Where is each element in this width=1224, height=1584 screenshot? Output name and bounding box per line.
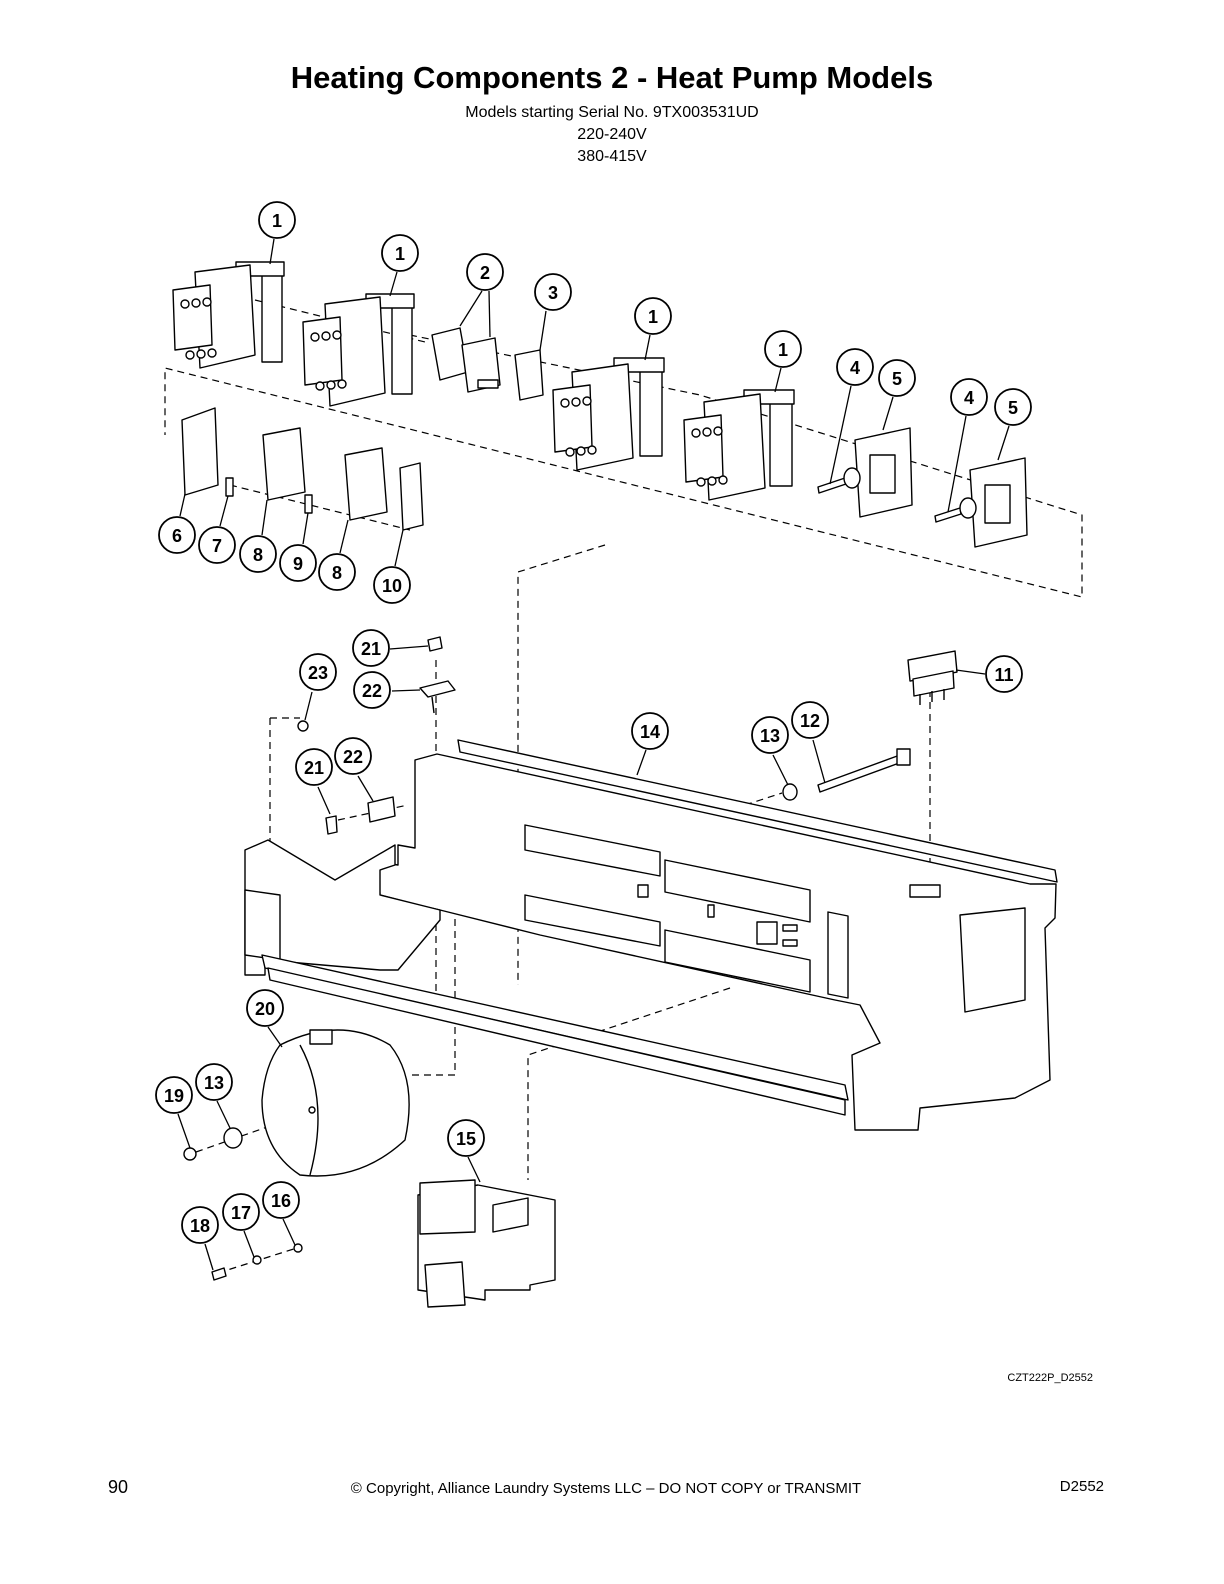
end-stop-part-6 <box>181 407 219 496</box>
screw-part-23 <box>297 720 309 732</box>
callout-label: 19 <box>164 1086 184 1106</box>
holder-part-22-top <box>419 680 456 714</box>
fuse-holder-part-8-a <box>262 427 306 501</box>
callout-label: 15 <box>456 1129 476 1149</box>
document-code: D2552 <box>1059 1478 1104 1495</box>
callout-label: 5 <box>1008 398 1018 418</box>
contactor-part-1-b <box>302 293 415 407</box>
rocker-switch-part-11 <box>907 650 958 705</box>
subtitle-voltage-2: 380-415V <box>577 148 647 165</box>
callout-label: 16 <box>271 1191 291 1211</box>
end-plate-part-10 <box>399 462 424 531</box>
washer-part-16 <box>293 1243 303 1253</box>
callout-label: 13 <box>760 726 780 746</box>
fuse-part-9 <box>304 494 313 514</box>
callout-label: 10 <box>382 576 402 596</box>
callout-label: 22 <box>362 681 382 701</box>
transformer-part-15 <box>417 1179 556 1308</box>
lamp-holder-part-5-b <box>959 457 1028 548</box>
callout-label: 1 <box>272 211 282 231</box>
washer-part-13-top <box>782 783 798 801</box>
screw-part-18 <box>211 1267 227 1281</box>
nut-part-19 <box>183 1147 197 1161</box>
holder-part-22-side <box>367 796 396 823</box>
washer-part-13-bottom <box>223 1127 243 1149</box>
subtitle-voltage-1: 220-240V <box>577 126 647 143</box>
callout-label: 8 <box>332 563 342 583</box>
callout-label: 21 <box>304 758 324 778</box>
callout-label: 7 <box>212 536 222 556</box>
callout-label: 8 <box>253 545 263 565</box>
contactor-part-1-a <box>172 261 285 369</box>
contactor-part-1-c <box>552 357 665 471</box>
callout-label: 12 <box>800 711 820 731</box>
callout-label: 1 <box>778 340 788 360</box>
callout-label: 4 <box>850 358 860 378</box>
callout-label: 11 <box>994 665 1013 685</box>
clip-part-21-side <box>325 815 338 835</box>
page-title: Heating Components 2 - Heat Pump Models <box>290 60 934 95</box>
page-number: 90 <box>108 1477 129 1497</box>
lamp-part-4-a <box>817 477 847 494</box>
callout-label: 22 <box>343 747 363 767</box>
lock-washer-part-17 <box>252 1255 262 1265</box>
drawing-code: CZT222P_D2552 <box>1007 1372 1093 1384</box>
callout-label: 23 <box>308 663 328 683</box>
callout-label: 1 <box>648 307 658 327</box>
callout-label: 13 <box>204 1073 224 1093</box>
callout-label: 21 <box>361 639 381 659</box>
contactor-accessory-part-2 <box>431 327 501 393</box>
callout-circles <box>155 201 1032 1244</box>
clip-part-21-top <box>427 636 443 652</box>
callout-label: 20 <box>255 999 275 1019</box>
bolt-part-12 <box>817 748 911 793</box>
callout-label: 14 <box>640 722 660 742</box>
fuse-holder-part-8-b <box>344 447 388 521</box>
end-cap-part-3 <box>514 349 544 401</box>
callout-label: 18 <box>190 1216 210 1236</box>
callout-label: 1 <box>395 244 405 264</box>
subtitle-serial: Models starting Serial No. 9TX003531UD <box>465 104 759 121</box>
callout-leader-lines <box>177 238 1010 1271</box>
copyright-notice: © Copyright, Alliance Laundry Systems LL… <box>350 1480 862 1497</box>
blower-cover-part-20 <box>261 1029 410 1177</box>
callout-label: 2 <box>480 263 490 283</box>
callout-label: 9 <box>293 554 303 574</box>
callout-label: 3 <box>548 283 558 303</box>
callout-label: 5 <box>892 369 902 389</box>
callout-label: 4 <box>964 388 974 408</box>
control-panel-part-14 <box>244 739 1058 1131</box>
lamp-holder-part-5-a <box>843 427 913 518</box>
callout-label: 17 <box>231 1203 251 1223</box>
fuse-part-7 <box>225 477 234 497</box>
callout-label: 6 <box>172 526 182 546</box>
contactor-part-1-d <box>683 389 795 501</box>
